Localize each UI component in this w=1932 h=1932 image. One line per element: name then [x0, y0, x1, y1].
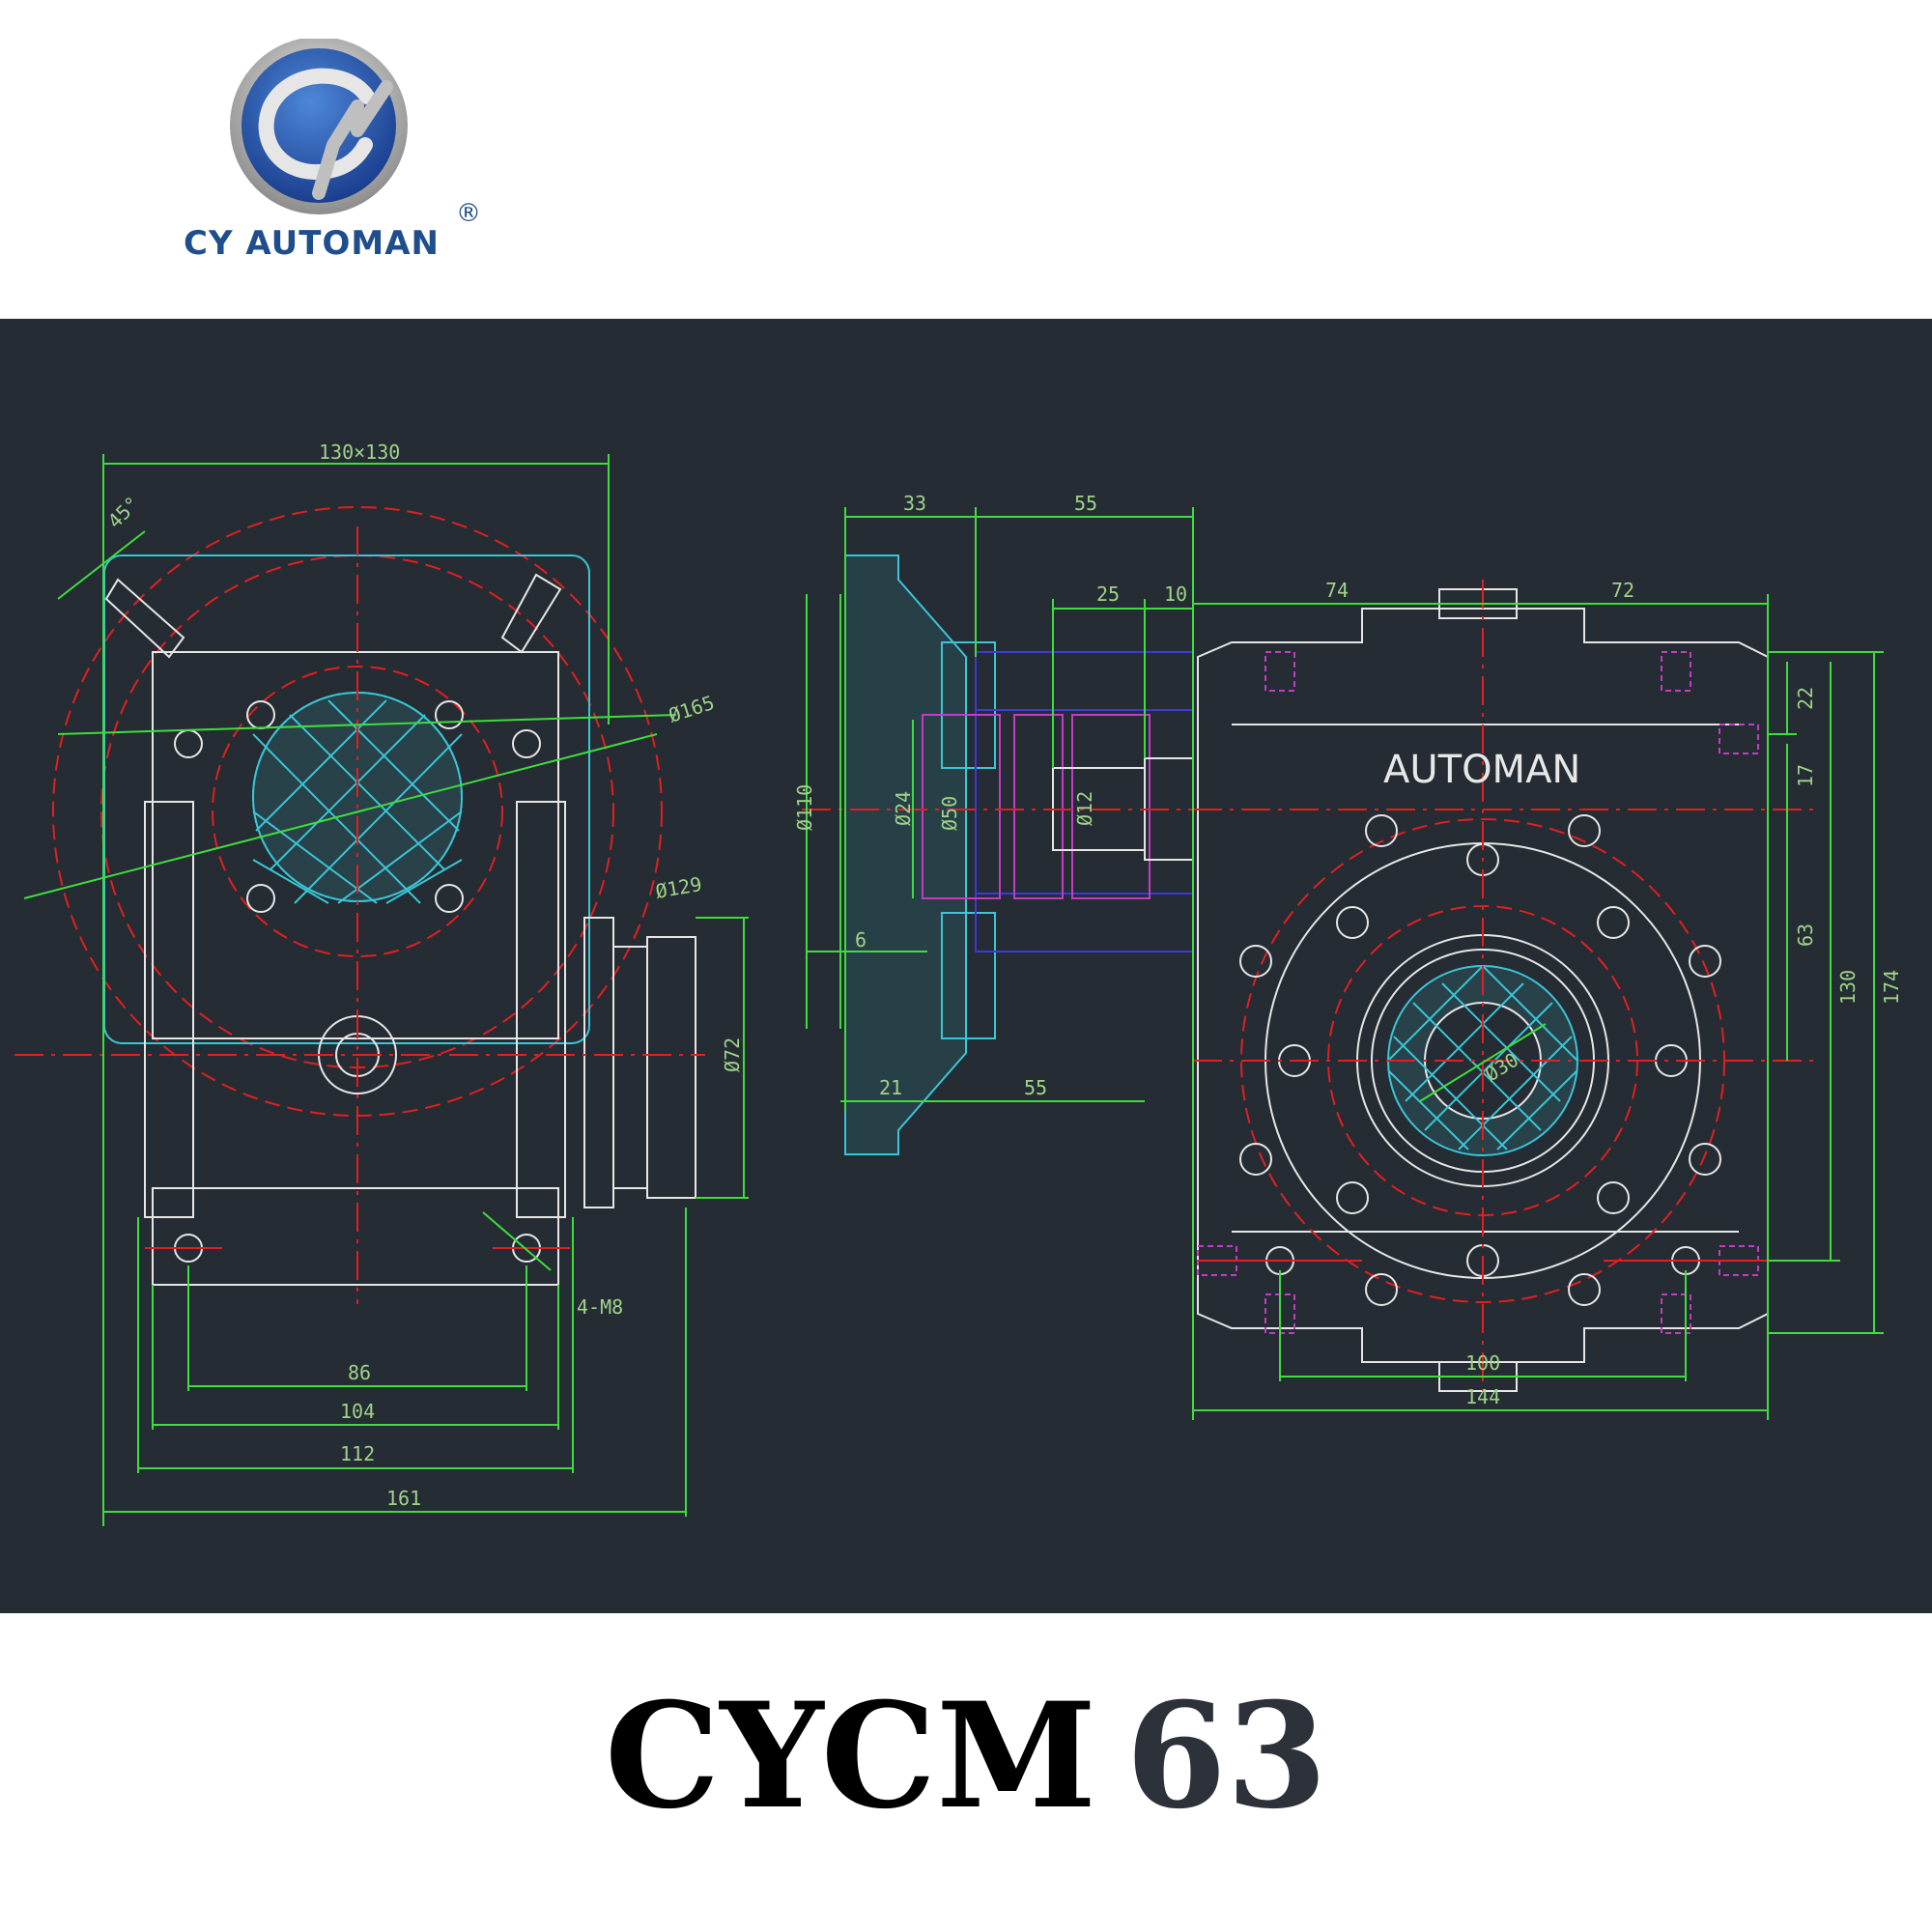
dim-flange: 130×130: [319, 440, 400, 464]
dim-112: 112: [340, 1442, 375, 1465]
dim-17: 17: [1794, 764, 1817, 787]
cy-automan-logo: [230, 39, 408, 214]
dim-21: 21: [879, 1076, 902, 1099]
front-view: [1192, 580, 1884, 1420]
dim-shaft-pilot: Ø72: [721, 1037, 744, 1072]
model-number: 63: [1125, 1671, 1327, 1841]
dim-angle: 45°: [103, 492, 145, 533]
dim-161: 161: [386, 1487, 421, 1510]
section-view: [802, 507, 1198, 1155]
dim-6: 6: [855, 928, 867, 952]
registered-mark: ®: [456, 199, 481, 228]
dim-25: 25: [1096, 582, 1120, 606]
dim-174: 174: [1880, 970, 1903, 1005]
dim-22: 22: [1794, 687, 1817, 710]
dim-72: 72: [1611, 579, 1634, 602]
logo-text: CY AUTOMAN: [184, 224, 440, 263]
dim-24: Ø24: [892, 791, 915, 826]
technical-drawing: AUTOMAN 130×130 45° Ø165 Ø129 Ø72 4-M8 8…: [14, 440, 1903, 1526]
dim-104: 104: [340, 1400, 375, 1423]
dim-pcd-large: Ø165: [666, 691, 717, 727]
housing-brand-label: AUTOMAN: [1383, 748, 1580, 792]
dim-74: 74: [1325, 579, 1349, 602]
dim-63: 63: [1794, 923, 1817, 947]
dim-55-top: 55: [1074, 492, 1097, 515]
dim-144: 144: [1465, 1385, 1500, 1408]
dim-pcd-small: Ø129: [654, 872, 704, 903]
dim-110: Ø110: [793, 784, 816, 831]
dim-100: 100: [1465, 1351, 1500, 1375]
left-view: [14, 454, 749, 1526]
dim-50: Ø50: [938, 796, 961, 831]
dim-130: 130: [1836, 970, 1860, 1005]
dim-55-bottom: 55: [1024, 1076, 1047, 1099]
dim-holes: 4-M8: [577, 1295, 623, 1319]
dim-12: Ø12: [1073, 791, 1096, 826]
dim-10: 10: [1164, 582, 1187, 606]
dim-86: 86: [348, 1361, 371, 1384]
model-prefix: CYCM: [604, 1671, 1097, 1841]
dim-33: 33: [903, 492, 926, 515]
